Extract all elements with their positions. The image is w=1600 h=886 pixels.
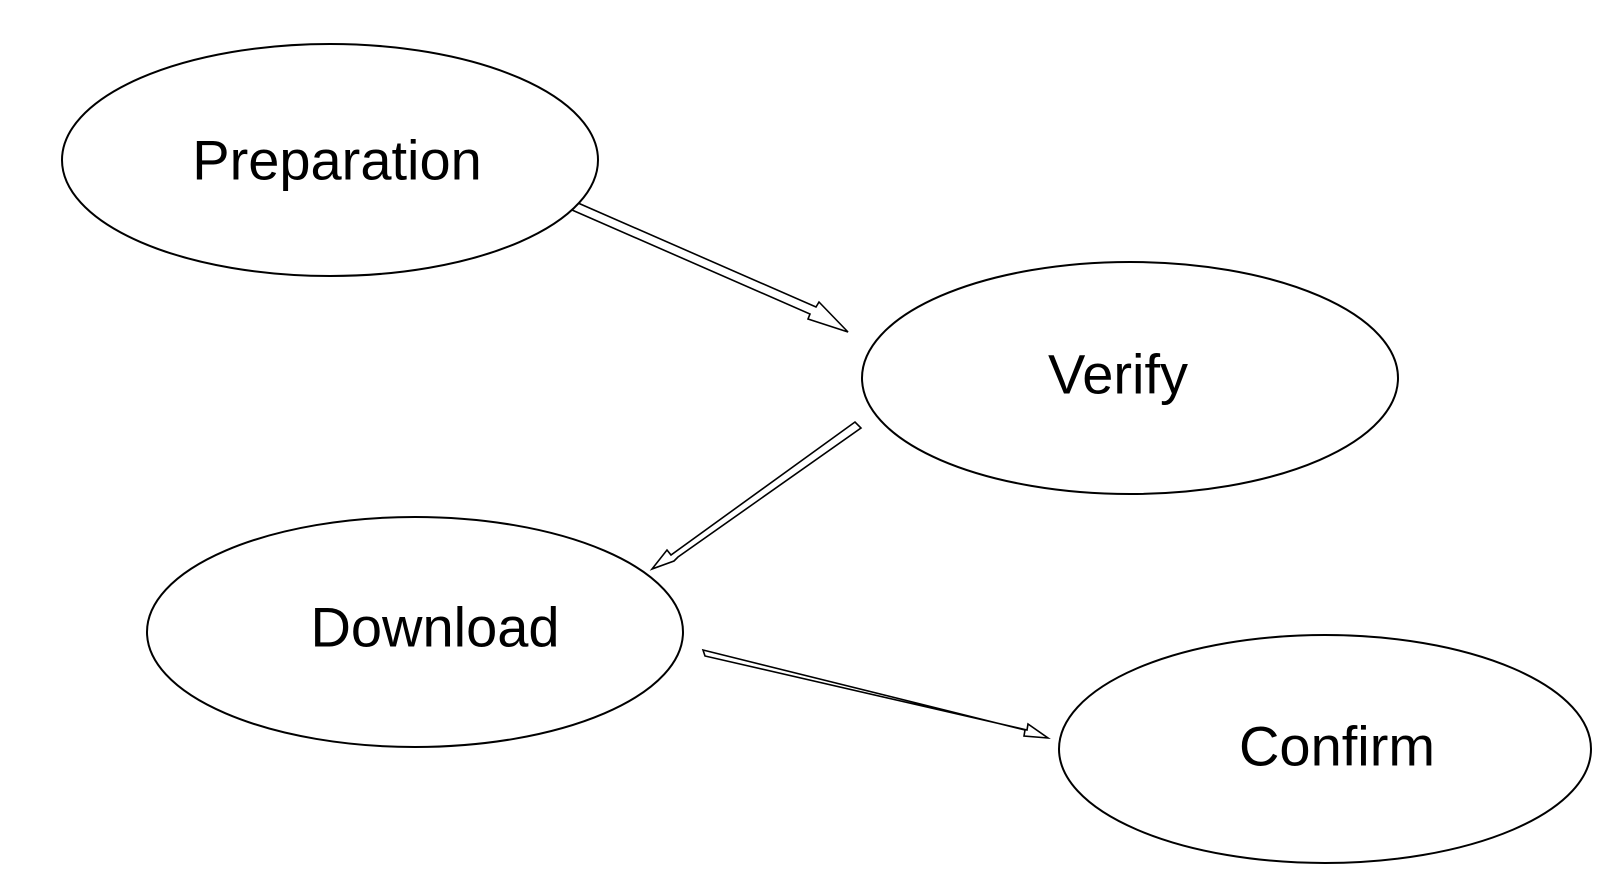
node-preparation-label: Preparation	[192, 129, 482, 192]
node-download: Download	[146, 516, 684, 748]
node-verify: Verify	[861, 261, 1399, 495]
node-verify-label: Verify	[1048, 343, 1188, 406]
node-preparation-ellipse	[61, 43, 599, 277]
node-download-label: Download	[310, 596, 559, 659]
arrow-download-to-confirm	[701, 648, 1051, 740]
node-verify-ellipse	[861, 261, 1399, 495]
flow-arrows	[570, 202, 1051, 740]
node-download-ellipse	[146, 516, 684, 748]
node-preparation: Preparation	[61, 43, 599, 277]
arrow-verify-to-download	[649, 420, 863, 571]
node-confirm-ellipse	[1058, 634, 1592, 864]
node-confirm-label: Confirm	[1239, 715, 1435, 778]
node-confirm: Confirm	[1058, 634, 1592, 864]
arrow-preparation-to-verify	[570, 202, 849, 333]
